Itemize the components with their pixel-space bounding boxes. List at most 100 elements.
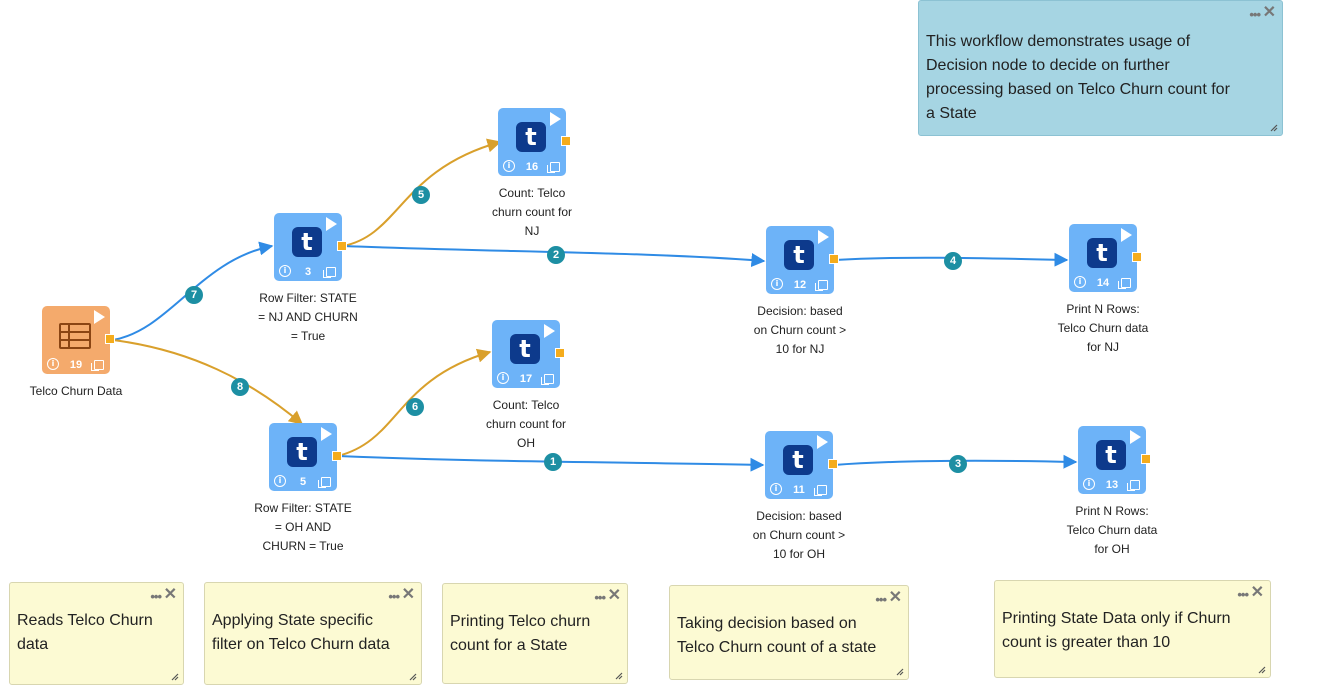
edge-badge[interactable]: 1 — [544, 453, 562, 471]
copy-icon[interactable] — [815, 280, 828, 291]
node-number: 11 — [793, 484, 805, 496]
t-logo-icon: t — [292, 227, 322, 257]
edge-n19-n5[interactable] — [112, 339, 304, 425]
run-icon[interactable] — [94, 310, 105, 324]
close-icon[interactable]: ✕ — [888, 589, 902, 606]
t-logo-icon: t — [516, 122, 546, 152]
resize-handle-icon[interactable] — [1258, 666, 1266, 674]
more-icon[interactable]: ••• — [594, 590, 606, 605]
edge-n12-n14[interactable] — [834, 252, 1069, 267]
run-icon[interactable] — [1130, 430, 1141, 444]
edge-badge[interactable]: 5 — [412, 186, 430, 204]
more-icon[interactable]: ••• — [1249, 7, 1261, 22]
more-icon[interactable]: ••• — [1237, 587, 1249, 602]
edge-badge[interactable]: 2 — [547, 246, 565, 264]
close-icon[interactable]: ✕ — [1262, 4, 1276, 21]
output-port[interactable] — [337, 241, 347, 251]
info-icon[interactable]: i — [503, 160, 515, 172]
close-icon[interactable]: ✕ — [163, 586, 177, 603]
info-icon[interactable]: i — [771, 278, 783, 290]
copy-icon[interactable] — [91, 360, 104, 371]
resize-handle-icon[interactable] — [615, 672, 623, 680]
edge-badge[interactable]: 6 — [406, 398, 424, 416]
resize-handle-icon[interactable] — [896, 668, 904, 676]
close-icon[interactable]: ✕ — [1250, 584, 1264, 601]
run-icon[interactable] — [326, 217, 337, 231]
edge-n3-n16[interactable] — [342, 138, 502, 247]
node-number: 5 — [299, 476, 307, 488]
node-number: 3 — [304, 266, 312, 278]
output-port[interactable] — [1132, 252, 1142, 262]
more-icon[interactable]: ••• — [875, 592, 887, 607]
output-port[interactable] — [555, 348, 565, 358]
copy-icon[interactable] — [1118, 278, 1131, 289]
edge-badge[interactable]: 3 — [949, 455, 967, 473]
info-icon[interactable]: i — [1083, 478, 1095, 490]
info-icon[interactable]: i — [1074, 276, 1086, 288]
node-number: 12 — [793, 279, 807, 291]
run-icon[interactable] — [1121, 228, 1132, 242]
edge-badge[interactable]: 8 — [231, 378, 249, 396]
edge-badge[interactable]: 7 — [185, 286, 203, 304]
copy-icon[interactable] — [814, 485, 827, 496]
info-icon[interactable]: i — [47, 358, 59, 370]
t-logo-icon: t — [1096, 440, 1126, 470]
run-icon[interactable] — [321, 427, 332, 441]
t-logo-icon: t — [784, 240, 814, 270]
edge-n5-n17[interactable] — [337, 348, 492, 457]
run-icon[interactable] — [817, 435, 828, 449]
output-port[interactable] — [332, 451, 342, 461]
info-icon[interactable]: i — [770, 483, 782, 495]
output-port[interactable] — [829, 254, 839, 264]
copy-icon[interactable] — [541, 374, 554, 385]
output-port[interactable] — [561, 136, 571, 146]
node-number: 19 — [69, 359, 83, 371]
copy-icon[interactable] — [323, 267, 336, 278]
edge-n3-n12[interactable] — [342, 245, 766, 267]
edge-badge[interactable]: 4 — [944, 252, 962, 270]
more-icon[interactable]: ••• — [150, 589, 162, 604]
run-icon[interactable] — [544, 324, 555, 338]
copy-icon[interactable] — [1127, 480, 1140, 491]
run-icon[interactable] — [818, 230, 829, 244]
more-icon[interactable]: ••• — [388, 589, 400, 604]
close-icon[interactable]: ✕ — [607, 587, 621, 604]
output-port[interactable] — [1141, 454, 1151, 464]
copy-icon[interactable] — [318, 477, 331, 488]
output-port[interactable] — [105, 334, 115, 344]
node-n19[interactable]: i 19 — [42, 306, 115, 374]
edge-n11-n13[interactable] — [833, 454, 1078, 469]
resize-handle-icon[interactable] — [409, 673, 417, 681]
output-port[interactable] — [828, 459, 838, 469]
resize-handle-icon[interactable] — [1270, 124, 1278, 132]
info-icon[interactable]: i — [279, 265, 291, 277]
t-logo-icon: t — [510, 334, 540, 364]
info-icon[interactable]: i — [274, 475, 286, 487]
run-icon[interactable] — [550, 112, 561, 126]
resize-handle-icon[interactable] — [171, 673, 179, 681]
info-icon[interactable]: i — [497, 372, 509, 384]
close-icon[interactable]: ✕ — [401, 586, 415, 603]
copy-icon[interactable] — [547, 162, 560, 173]
